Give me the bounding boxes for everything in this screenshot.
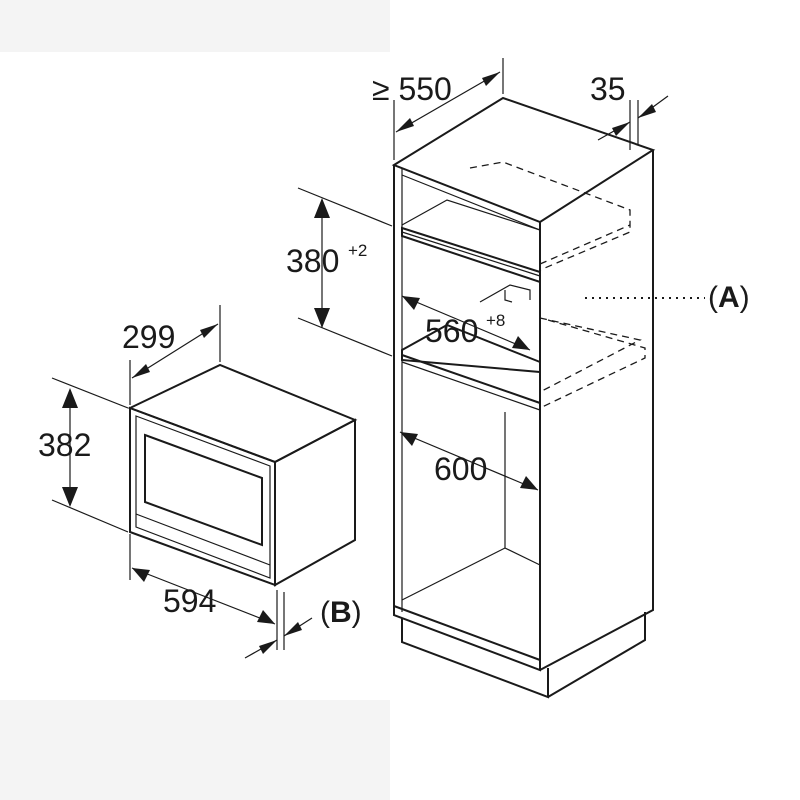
lower-floor-back: [401, 547, 506, 601]
appliance-window: [144, 433, 263, 547]
plinth-side: [547, 612, 646, 698]
niche-back-bracket: [479, 284, 531, 303]
appliance-front: [129, 406, 276, 587]
shelf-lower-front: [401, 354, 541, 404]
plinth-front: [401, 618, 549, 699]
arrow-b-right: [284, 622, 302, 636]
dim-line-550: [395, 71, 501, 133]
label-appliance-height: 382: [38, 427, 91, 463]
callout-labels: (A) (B): [320, 281, 750, 629]
ext-380-top: [297, 187, 393, 227]
vent-top-outline-2: [539, 224, 631, 265]
shelf-lower: [401, 323, 541, 374]
cabinet-right-side: [539, 150, 654, 671]
appliance-handle-strip: [135, 513, 271, 566]
arrow-299-left: [132, 364, 150, 378]
appliance-front-inner: [135, 415, 271, 579]
arrow-600-left: [400, 432, 418, 446]
inner-top-frame: [401, 174, 541, 231]
arrow-380-bottom: [314, 308, 330, 328]
arrow-b-left: [259, 640, 277, 654]
ext-382-top: [51, 377, 129, 409]
back-top-wall: [401, 199, 541, 231]
shelf-lower-front-inner: [401, 361, 541, 411]
callout-a: (A): [708, 281, 750, 314]
arrow-380-top: [314, 198, 330, 218]
label-niche-width: 560: [425, 313, 478, 349]
arrow-550-left: [396, 118, 414, 132]
arrow-560-left: [402, 296, 420, 310]
backdrop-top-left: [0, 0, 390, 52]
vent-mid-outline: [539, 317, 642, 393]
arrow-35-right: [638, 104, 656, 118]
ext-382-bottom: [51, 499, 129, 533]
shelf-upper: [401, 226, 541, 284]
appliance: [127, 363, 358, 587]
cabinet-floor: [393, 604, 541, 672]
dim-line-600: [399, 431, 539, 491]
tall-cabinet: [391, 96, 656, 699]
arrow-299-right: [200, 324, 218, 338]
dimension-lines: [51, 58, 669, 659]
arrow-35-left: [612, 122, 630, 136]
label-niche-height-tolerance: +2: [348, 241, 367, 260]
label-niche-height: 380: [286, 243, 339, 279]
backdrop-bottom-left: [0, 700, 390, 800]
vent-top-outline: [469, 161, 631, 271]
dim-line-594: [131, 567, 276, 625]
label-cabinet-depth: ≥ 550: [372, 71, 452, 107]
label-front-offset: 35: [590, 71, 626, 107]
callout-b: (B): [320, 596, 362, 629]
arrow-382-top: [62, 388, 78, 408]
arrow-550-right: [482, 72, 500, 86]
arrow-594-left: [132, 568, 150, 582]
ext-380-bottom: [297, 317, 393, 357]
label-appliance-width: 594: [163, 583, 216, 619]
label-cabinet-width: 600: [434, 451, 487, 487]
niche-back-bracket-inner: [504, 290, 513, 303]
vent-mid-outline-2: [539, 319, 646, 409]
arrow-382-bottom: [62, 487, 78, 507]
label-appliance-depth: 299: [122, 319, 175, 355]
arrow-600-right: [520, 476, 538, 490]
dim-line-560: [401, 295, 531, 351]
shelf-upper-edge: [401, 231, 541, 277]
label-niche-width-tolerance: +8: [486, 311, 505, 330]
arrow-560-right: [512, 336, 530, 350]
ventilation-outlines: [469, 161, 646, 409]
dimension-labels: ≥ 550 35 380 +2 560 +8 600 299 382 594: [38, 71, 626, 619]
arrow-594-right: [257, 610, 275, 624]
